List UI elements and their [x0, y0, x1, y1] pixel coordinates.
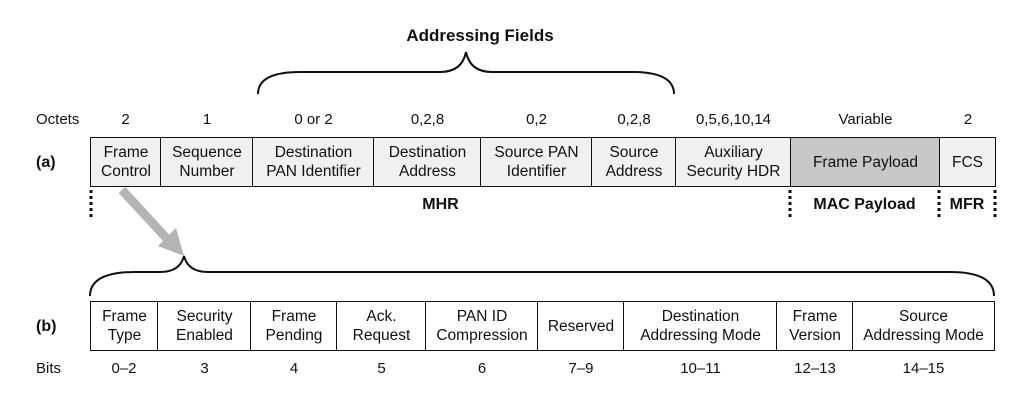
field-destination-pan-identifier: Destination PAN Identifier — [252, 137, 375, 187]
field-source-address: Source Address — [591, 137, 677, 187]
field-frame-control: Frame Control — [90, 137, 162, 187]
octet-source-address: 0,2,8 — [617, 111, 651, 128]
field-fcs: FCS — [939, 137, 996, 187]
addressing-fields-brace — [257, 51, 675, 95]
field-frame-payload: Frame Payload — [790, 137, 941, 187]
octet-auxiliary-security: 0,5,6,10,14 — [695, 111, 772, 128]
bits-reserved: 7–9 — [568, 360, 594, 377]
field-frame-type: Frame Type — [90, 301, 159, 351]
addressing-fields-title: Addressing Fields — [406, 26, 554, 45]
field-destination-addressing-mode: Destination Addressing Mode — [623, 301, 778, 351]
bits-frame-version: 12–13 — [794, 360, 836, 377]
segment-mhr: MHR — [422, 196, 459, 213]
expansion-arrow — [118, 186, 184, 256]
field-frame-version: Frame Version — [776, 301, 854, 351]
field-frame-pending: Frame Pending — [250, 301, 338, 351]
bits-destination-addressing-mode: 10–11 — [680, 360, 721, 377]
row-b-label: (b) — [36, 318, 57, 335]
bits-frame-pending: 4 — [289, 360, 299, 377]
octet-fcs: 2 — [963, 111, 973, 128]
field-source-addressing-mode: Source Addressing Mode — [852, 301, 995, 351]
field-source-pan-identifier: Source PAN Identifier — [480, 137, 593, 187]
bits-label: Bits — [36, 360, 62, 377]
field-ack-request: Ack. Request — [336, 301, 427, 351]
bits-frame-type: 0–2 — [111, 360, 137, 377]
octet-destination-pan: 0 or 2 — [294, 111, 333, 128]
row-a-label: (a) — [36, 154, 56, 171]
frame-control-brace — [89, 255, 995, 297]
octet-destination-address: 0,2,8 — [410, 111, 445, 128]
bits-source-addressing-mode: 14–15 — [902, 360, 945, 377]
field-pan-id-compression: PAN ID Compression — [425, 301, 539, 351]
field-auxiliary-security-hdr: Auxiliary Security HDR — [675, 137, 792, 187]
segment-mac-payload: MAC Payload — [813, 196, 916, 213]
field-reserved: Reserved — [537, 301, 625, 351]
bits-pan-id-compression: 6 — [477, 360, 487, 377]
field-destination-address: Destination Address — [373, 137, 482, 187]
octet-sequence-number: 1 — [202, 111, 212, 128]
octet-source-pan: 0,2 — [526, 111, 547, 128]
bits-ack-request: 5 — [377, 360, 386, 377]
field-sequence-number: Sequence Number — [160, 137, 254, 187]
bits-security-enabled: 3 — [200, 360, 209, 377]
octet-frame-control: 2 — [121, 111, 130, 128]
octets-label: Octets — [36, 111, 80, 128]
field-security-enabled: Security Enabled — [157, 301, 252, 351]
segment-mfr: MFR — [949, 196, 985, 213]
octet-frame-payload: Variable — [838, 111, 893, 128]
